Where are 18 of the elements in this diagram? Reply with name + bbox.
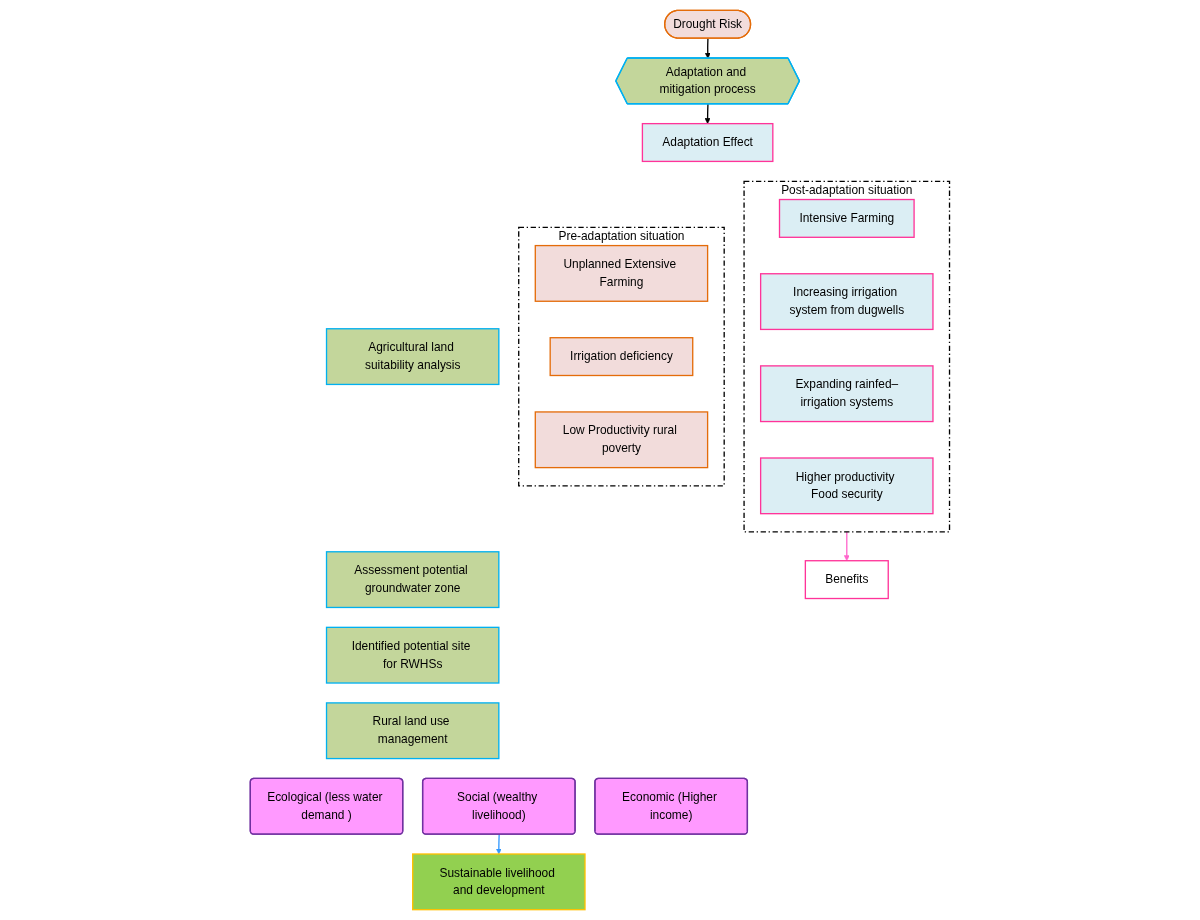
node-box: Unplanned Extensive Farming [534,244,709,302]
node-box: Rural land use management [325,702,500,760]
arrow [704,37,711,59]
node-box: Increasing irrigation system from dugwells [760,273,934,331]
node-box: Identified potential site for RWHSs [325,626,500,684]
node-box: Higher productivity Food security [760,457,934,515]
node-box: Adaptation Effect [641,122,774,163]
node-box: Assessment potential groundwater zone [325,551,500,609]
arrow [843,531,850,561]
node-box: Irrigation deficiency [549,337,694,377]
node-box: Agricultural land suitability analysis [325,328,500,386]
node-box: Expanding rainfed–irrigation systems [760,365,934,423]
node-box: Low Productivity rural poverty [534,411,709,469]
arrow [704,103,711,124]
node-box: Intensive Farming [778,198,915,238]
arrow [496,833,502,855]
node-box: Benefits [804,560,889,600]
node-box: Sustainable livelihood and development [412,853,586,911]
